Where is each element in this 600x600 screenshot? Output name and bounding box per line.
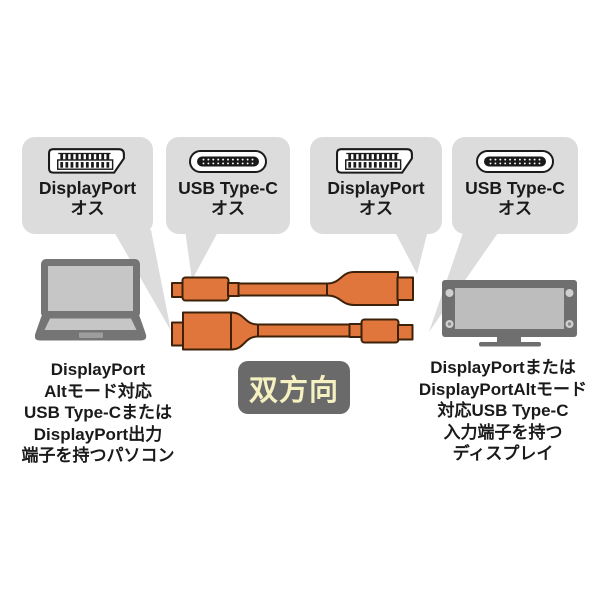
connector-name: DisplayPort <box>327 178 425 198</box>
usb-c-plug-body <box>181 276 230 302</box>
monitor-illustration <box>442 280 577 347</box>
callout-usb-type-c-left: USB Type-C オス <box>166 137 290 234</box>
usb-type-c-connector-icon <box>476 148 554 174</box>
connector-gender: オス <box>70 199 105 218</box>
displayport-connector-icon <box>336 148 416 174</box>
caption-line: DisplayPortまたは <box>430 358 576 377</box>
callout-usb-type-c-right: USB Type-C オス <box>452 137 578 234</box>
laptop-caption: DisplayPort Altモード対応 USB Type-Cまたは Displ… <box>0 359 198 467</box>
usb-c-plug-body <box>360 318 400 344</box>
connector-gender: オス <box>359 199 393 218</box>
usb-type-c-connector-icon <box>189 148 267 174</box>
caption-line: 対応USB Type-C <box>437 401 569 420</box>
bidirectional-badge: 双方向 <box>238 361 350 414</box>
caption-line: DisplayPort出力 <box>33 424 163 444</box>
connector-name: USB Type-C <box>465 178 565 198</box>
usb-c-displayport-cables-illustration <box>171 271 414 351</box>
caption-line: 入力端子を持つ <box>443 422 563 442</box>
plug-neck <box>348 323 363 338</box>
displayport-connector-icon <box>47 148 128 174</box>
callout-displayport-right: DisplayPort オス <box>310 137 442 234</box>
caption-line: DisplayPort <box>50 360 146 379</box>
connector-name: DisplayPort <box>38 178 137 198</box>
displayport-plug-body <box>182 311 233 351</box>
caption-line: ディスプレイ <box>452 444 554 463</box>
monitor-caption: DisplayPortまたは DisplayPortAltモード 対応USB T… <box>403 357 600 465</box>
cable-cord <box>257 323 351 338</box>
usb-c-plug-tip <box>397 324 414 341</box>
plug-flare <box>230 311 259 351</box>
connector-name: USB Type-C <box>178 178 278 198</box>
connector-gender: オス <box>498 199 532 218</box>
displayport-plug-body <box>326 271 399 306</box>
callout-displayport-left: DisplayPort オス <box>22 137 153 234</box>
displayport-plug-tip <box>396 276 414 301</box>
plug-neck <box>227 282 240 297</box>
caption-line: 端子を持つパソコン <box>21 446 175 465</box>
caption-line: USB Type-Cまたは <box>24 403 172 422</box>
connector-gender: オス <box>211 199 245 218</box>
bidirectional-badge-label: 双方向 <box>248 374 339 407</box>
caption-line: DisplayPortAltモード <box>418 379 588 399</box>
caption-line: Altモード対応 <box>44 381 152 401</box>
laptop-illustration <box>35 259 147 341</box>
cable-cord <box>237 282 330 297</box>
